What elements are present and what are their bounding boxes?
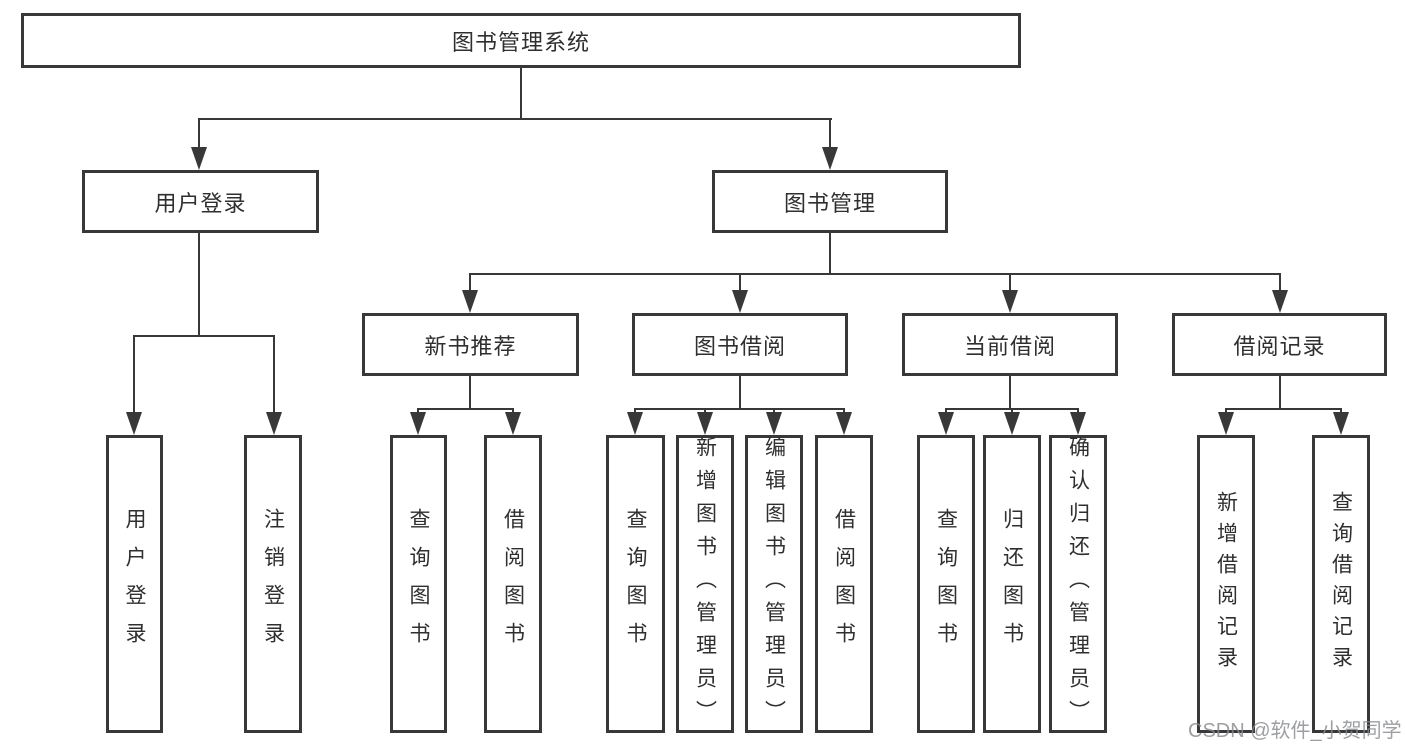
leaf-borrow-books: 借阅图书 bbox=[815, 435, 873, 733]
leaf-return-book: 归还图书 bbox=[983, 435, 1041, 733]
connector-stem bbox=[512, 408, 514, 414]
arrow-down-icon bbox=[822, 147, 838, 170]
leaf-add-book-admin: 新增图书（管理员） bbox=[676, 435, 734, 733]
leaf-borrow-books-recommend: 借阅图书 bbox=[484, 435, 542, 733]
arrow-down-icon bbox=[627, 412, 643, 435]
leaf-label: 查询图书 bbox=[934, 508, 958, 660]
leaf-query-borrow-record: 查询借阅记录 bbox=[1312, 435, 1370, 733]
arrow-down-icon bbox=[462, 290, 478, 313]
arrow-down-icon bbox=[697, 412, 713, 435]
connector-stem bbox=[739, 273, 741, 291]
connector-level2-branch bbox=[469, 273, 1281, 275]
connector-stem bbox=[1225, 408, 1227, 414]
connector-branch bbox=[1225, 408, 1342, 410]
arrow-down-icon bbox=[836, 412, 852, 435]
connector-stem bbox=[417, 408, 419, 414]
arrow-down-icon bbox=[732, 290, 748, 313]
connector-stem bbox=[945, 408, 947, 414]
connector-stem bbox=[829, 118, 831, 150]
connector-stem bbox=[829, 233, 831, 273]
leaf-label: 查询图书 bbox=[407, 508, 430, 660]
node-library-management-system: 图书管理系统 bbox=[21, 13, 1021, 68]
arrow-down-icon bbox=[1272, 290, 1288, 313]
leaf-add-borrow-record: 新增借阅记录 bbox=[1197, 435, 1255, 733]
connector-stem bbox=[739, 376, 741, 408]
leaf-label: 借阅图书 bbox=[832, 508, 856, 660]
node-new-book-recommendation: 新书推荐 bbox=[362, 313, 579, 376]
arrow-down-icon bbox=[1004, 412, 1020, 435]
leaf-query-books-current: 查询图书 bbox=[917, 435, 975, 733]
connector-stem bbox=[1279, 376, 1281, 408]
leaf-logout: 注销登录 bbox=[244, 435, 302, 733]
connector-stem bbox=[198, 233, 200, 335]
node-label: 借阅记录 bbox=[1233, 333, 1326, 359]
arrow-down-icon bbox=[505, 412, 521, 435]
connector-stem bbox=[1009, 376, 1011, 408]
leaf-label: 借阅图书 bbox=[501, 508, 525, 660]
connector-stem bbox=[704, 408, 706, 414]
leaf-label: 查询借阅记录 bbox=[1329, 491, 1353, 677]
connector-stem bbox=[198, 118, 200, 150]
leaf-label: 归还图书 bbox=[1000, 508, 1024, 660]
node-label: 图书借阅 bbox=[693, 333, 786, 359]
node-label: 图书管理 bbox=[783, 190, 876, 216]
connector-branch bbox=[133, 335, 275, 337]
connector-stem bbox=[1279, 273, 1281, 291]
connector-stem bbox=[634, 408, 636, 414]
arrow-down-icon bbox=[938, 412, 954, 435]
leaf-user-login: 用户登录 bbox=[106, 435, 163, 733]
leaf-label: 编辑图书（管理员） bbox=[762, 435, 786, 733]
arrow-down-icon bbox=[266, 412, 282, 435]
leaf-label: 注销登录 bbox=[261, 508, 285, 660]
leaf-label: 查询图书 bbox=[624, 508, 647, 660]
connector-stem bbox=[469, 273, 471, 291]
arrow-down-icon bbox=[766, 412, 782, 435]
node-label: 图书管理系统 bbox=[451, 29, 590, 55]
leaf-query-books-borrowing: 查询图书 bbox=[606, 435, 665, 733]
arrow-down-icon bbox=[1333, 412, 1349, 435]
connector-stem bbox=[273, 335, 275, 413]
connector-branch bbox=[417, 408, 514, 410]
csdn-watermark: CSDN @软件_小贺同学 bbox=[1188, 720, 1402, 742]
connector-stem bbox=[843, 408, 845, 414]
arrow-down-icon bbox=[126, 412, 142, 435]
leaf-label: 确认归还（管理员） bbox=[1066, 435, 1090, 733]
node-borrowing-records: 借阅记录 bbox=[1172, 313, 1387, 376]
node-book-borrowing: 图书借阅 bbox=[632, 313, 848, 376]
node-label: 用户登录 bbox=[154, 190, 247, 216]
connector-root-stem bbox=[520, 68, 522, 118]
node-label: 当前借阅 bbox=[963, 333, 1056, 359]
connector-branch bbox=[634, 408, 845, 410]
leaf-edit-book-admin: 编辑图书（管理员） bbox=[745, 435, 803, 733]
node-label: 新书推荐 bbox=[424, 333, 517, 359]
leaf-query-books-recommend: 查询图书 bbox=[390, 435, 447, 733]
leaf-label: 新增借阅记录 bbox=[1214, 491, 1238, 677]
connector-stem bbox=[1011, 408, 1013, 414]
arrow-down-icon bbox=[1002, 290, 1018, 313]
connector-stem bbox=[1340, 408, 1342, 414]
connector-level1-branch bbox=[198, 118, 832, 120]
leaf-label: 新增图书（管理员） bbox=[693, 435, 717, 733]
connector-stem bbox=[1009, 273, 1011, 291]
node-current-borrowing: 当前借阅 bbox=[902, 313, 1118, 376]
connector-stem bbox=[469, 376, 471, 408]
connector-stem bbox=[1077, 408, 1079, 414]
node-user-login: 用户登录 bbox=[82, 170, 319, 233]
node-book-management: 图书管理 bbox=[712, 170, 948, 233]
arrow-down-icon bbox=[1070, 412, 1086, 435]
leaf-confirm-return-admin: 确认归还（管理员） bbox=[1049, 435, 1107, 733]
leaf-label: 用户登录 bbox=[123, 508, 146, 660]
arrow-down-icon bbox=[410, 412, 426, 435]
arrow-down-icon bbox=[191, 147, 207, 170]
connector-stem bbox=[133, 335, 135, 413]
connector-stem bbox=[773, 408, 775, 414]
arrow-down-icon bbox=[1218, 412, 1234, 435]
